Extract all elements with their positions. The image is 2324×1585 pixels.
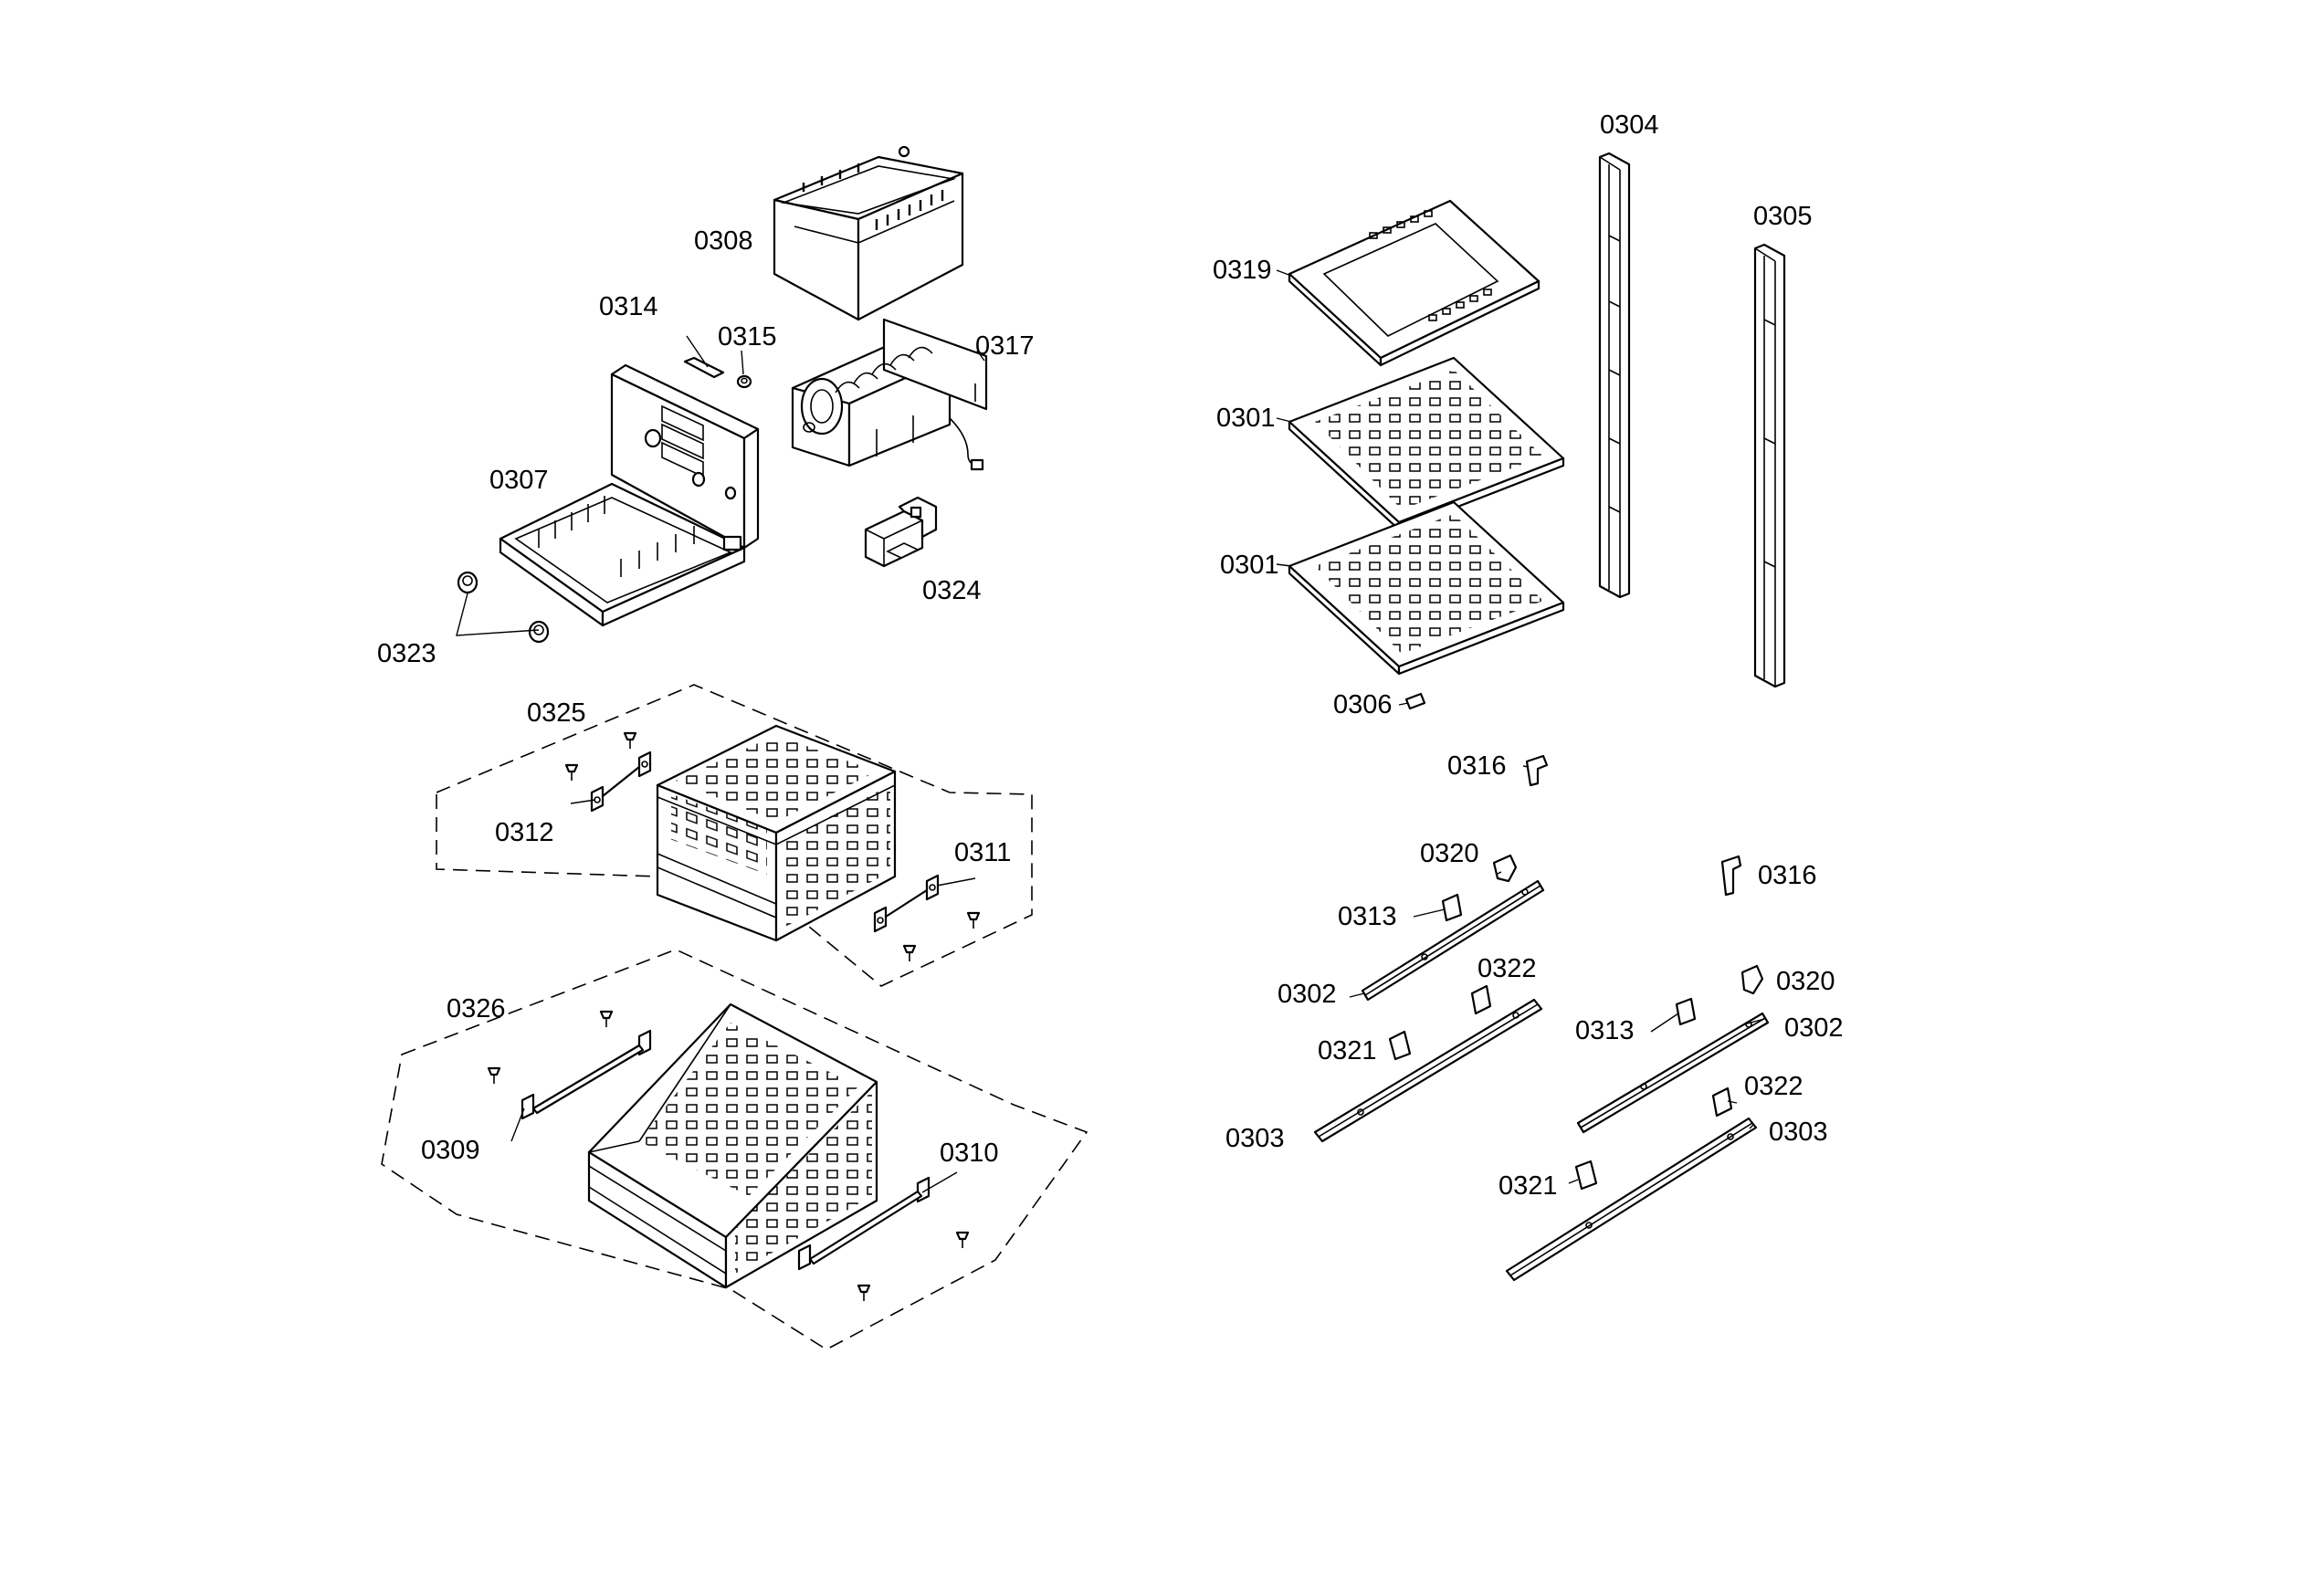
label-0325: 0325 [527,698,586,728]
slide-0303b [1505,1117,1758,1282]
bracket-0324 [864,496,938,568]
clip-0313b [1675,997,1697,1026]
label-0302a: 0302 [1278,980,1337,1009]
label-0302b: 0302 [1784,1013,1844,1043]
feet-0323 [457,571,550,644]
housing-0307 [499,363,760,627]
label-0326: 0326 [447,994,506,1023]
basket-0326 [381,949,1088,1350]
ice-maker-0317 [791,318,988,471]
rail-0304 [1598,152,1631,599]
label-0323: 0323 [377,639,436,668]
label-0321b: 0321 [1499,1171,1558,1201]
rail-0310 [797,1176,931,1271]
label-0307: 0307 [489,466,549,495]
screw-0311a [966,911,981,929]
bolt-0315 [736,374,752,389]
label-0308: 0308 [694,226,753,256]
label-0322a: 0322 [1477,954,1537,983]
label-0303b: 0303 [1769,1118,1828,1147]
label-0301b: 0301 [1220,551,1279,580]
screw-0325a [623,731,637,749]
label-0313a: 0313 [1338,902,1397,931]
strip-0314 [683,356,725,379]
screw-0326b [487,1066,501,1084]
frame-shelf-0319 [1288,199,1541,367]
label-0314: 0314 [599,292,658,321]
label-0312: 0312 [495,818,554,847]
part-labels: 0304 0305 0308 0319 0314 0315 0317 0301 … [377,110,1844,1201]
label-0309: 0309 [421,1136,480,1165]
slide-0303a [1313,998,1543,1143]
label-0324: 0324 [922,576,982,605]
screw-0310a [955,1231,970,1248]
clip-0322b [1711,1086,1733,1118]
label-0320a: 0320 [1420,839,1479,868]
label-0305: 0305 [1753,202,1813,231]
screw-0311b [902,944,917,961]
label-0315: 0315 [718,322,777,352]
bracket-0316b [1720,855,1742,897]
rail-0309 [521,1029,652,1120]
clip-0320b [1740,964,1764,995]
screw-0326a [599,1010,614,1027]
slide-0302b [1576,1012,1770,1134]
clip-0321a [1388,1030,1412,1061]
label-0320b: 0320 [1776,967,1835,996]
label-0319: 0319 [1213,256,1272,285]
clip-0322a [1470,984,1492,1015]
clip-0313a [1441,893,1463,922]
clip-0321b [1574,1160,1598,1191]
label-0311: 0311 [954,838,1011,867]
label-0313b: 0313 [1575,1016,1635,1045]
leader-lines [456,269,1765,1193]
clip-0320a [1492,854,1518,883]
screw-0310b [857,1284,871,1301]
clip-0306 [1404,692,1426,710]
slide-0302a [1361,879,1545,1002]
label-0321a: 0321 [1318,1036,1377,1065]
ice-bucket-0308 [773,145,964,321]
label-0322b: 0322 [1744,1072,1803,1101]
label-0310: 0310 [940,1139,999,1168]
wire-shelf-0301a [1288,356,1565,531]
label-0317: 0317 [975,331,1035,361]
bracket-0316a [1525,754,1549,787]
clip-0312 [590,751,652,813]
basket-0325 [436,684,1033,987]
rail-0305 [1753,243,1786,688]
label-0306: 0306 [1333,690,1393,719]
label-0304: 0304 [1600,110,1659,140]
wire-shelf-0301b [1288,500,1565,676]
clip-0311 [873,874,940,933]
label-0301a: 0301 [1216,404,1276,433]
label-0316a: 0316 [1447,751,1507,781]
label-0316b: 0316 [1758,861,1817,890]
screw-0325b [564,763,579,781]
label-0303a: 0303 [1225,1124,1285,1153]
